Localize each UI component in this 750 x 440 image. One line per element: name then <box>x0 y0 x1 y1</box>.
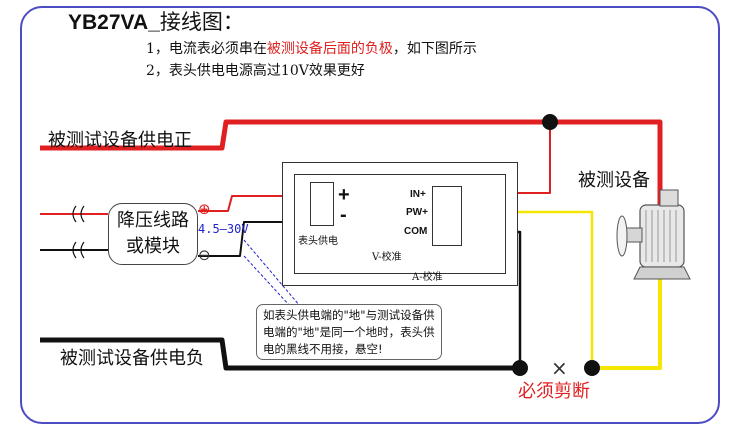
voltage-range-label: 4.5—30V <box>198 222 249 236</box>
meter-minus-symbol: - <box>340 204 347 226</box>
meter-panel <box>294 174 506 274</box>
note1-highlight: 被测设备后面的负极 <box>266 41 393 57</box>
plus-circle-icon: ⊕ <box>198 200 211 218</box>
negative-main-wire <box>40 337 520 371</box>
cut-mark-icon: × <box>551 356 568 380</box>
ground-note-callout: 如表头供电端的"地"与测试设备供电端的"地"是同一个地时，表头供电的黑线不用接，… <box>256 304 442 360</box>
device-label: 被测设备 <box>578 170 650 191</box>
buck-module-line1: 降压线路 <box>117 210 189 231</box>
diagram-frame <box>20 6 720 424</box>
v-cal-label: V-校准 <box>372 252 402 263</box>
junction-bottom <box>512 360 528 376</box>
note-line-1: 1，电流表必须串在被测设备后面的负极，如下图所示 <box>146 38 477 58</box>
meter-supply-label: 表头供电 <box>298 236 338 247</box>
pin-in-label: IN+ <box>410 189 426 200</box>
callout-leader-2 <box>243 255 291 307</box>
pin-pw-label: PW+ <box>406 207 428 218</box>
note1-suffix: ，如下图所示 <box>392 41 477 57</box>
pin-com-label: COM <box>404 226 428 237</box>
junction-cut-end <box>584 360 600 376</box>
signal-terminal-block <box>432 186 462 246</box>
negative-supply-label: 被测试设备供电负 <box>60 348 204 369</box>
callout-leader-1 <box>243 239 301 307</box>
wire-break-mark <box>72 205 85 259</box>
yellow-device-wire <box>592 255 662 370</box>
motor-icon <box>616 189 691 280</box>
junction-top <box>542 114 558 130</box>
buck-module-line2: 或模块 <box>126 236 180 257</box>
supply-plus-wire <box>198 195 322 212</box>
minus-circle-icon: ⊖ <box>198 246 211 264</box>
a-cal-label: A-校准 <box>412 272 443 283</box>
diagram-title: YB27VA_接线图： <box>68 6 244 36</box>
title-heading: 接线图： <box>159 10 244 34</box>
note1-prefix: 1，电流表必须串在 <box>146 41 267 57</box>
supply-terminal-block <box>310 182 334 226</box>
model-name: YB27VA_ <box>68 11 160 34</box>
note-line-2: 2，表头供电电源高过10V效果更好 <box>146 63 365 79</box>
meter-plus-symbol: + <box>338 184 350 206</box>
buck-module-box: 降压线路 或模块 <box>108 203 198 265</box>
positive-supply-label: 被测试设备供电正 <box>48 130 192 151</box>
positive-main-wire <box>40 119 663 215</box>
must-cut-label: 必须剪断 <box>518 381 590 402</box>
